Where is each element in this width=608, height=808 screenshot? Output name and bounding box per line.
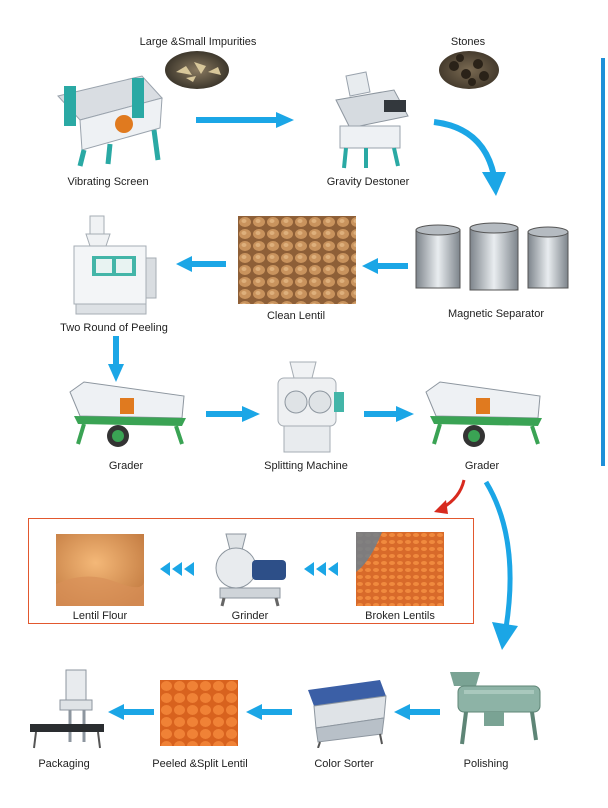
splitting-machine-image xyxy=(277,361,344,453)
impurities-label: Large &Small Impurities xyxy=(139,36,257,48)
gravity-destoner-image xyxy=(335,71,409,169)
polishing-machine-image xyxy=(450,672,541,745)
gravity-destoner-label: Gravity Destoner xyxy=(326,176,410,188)
vibrating-screen-label: Vibrating Screen xyxy=(67,176,149,188)
peeling-label: Two Round of Peeling xyxy=(60,322,168,334)
broken-lentils-image xyxy=(356,532,444,606)
arrow-left-3 xyxy=(176,256,226,272)
grader-right-label: Grader xyxy=(464,460,500,472)
arrow-right-6 xyxy=(364,406,414,422)
splitting-machine-label: Splitting Machine xyxy=(264,460,348,472)
polishing-label: Polishing xyxy=(463,758,509,770)
clean-lentil-label: Clean Lentil xyxy=(266,310,326,322)
stones-label: Stones xyxy=(450,36,486,48)
color-sorter-label: Color Sorter xyxy=(314,758,374,770)
peeled-split-lentil-image xyxy=(160,680,238,746)
arrow-down-4 xyxy=(108,336,124,382)
arrow-left-2 xyxy=(362,258,408,274)
peeling-machine-image xyxy=(73,215,157,315)
broken-lentils-label: Broken Lentils xyxy=(365,610,435,622)
lentil-flour-label: Lentil Flour xyxy=(72,610,128,622)
vibrating-screen-image xyxy=(57,75,163,167)
packaging-label: Packaging xyxy=(38,758,90,770)
color-sorter-image xyxy=(308,680,387,748)
grinder-image xyxy=(215,533,286,607)
arrow-curve-down-2 xyxy=(483,480,518,650)
lentil-flour-image xyxy=(56,534,144,606)
stones-image xyxy=(439,51,499,89)
arrow-right-5 xyxy=(206,406,260,422)
packaging-machine-image xyxy=(30,669,104,749)
clean-lentil-image xyxy=(238,216,356,304)
chevron-arrows-1 xyxy=(160,562,194,576)
peeled-split-lentil-label: Peeled &Split Lentil xyxy=(152,758,248,770)
red-arrow xyxy=(434,479,466,514)
arrow-left-7 xyxy=(108,704,154,720)
grinder-label: Grinder xyxy=(231,610,269,622)
grader-left-image xyxy=(69,381,186,447)
arrow-left-8 xyxy=(246,704,292,720)
impurities-image xyxy=(165,51,229,89)
arrow-left-9 xyxy=(394,704,440,720)
chevron-arrows-2 xyxy=(304,562,338,576)
byproduct-box xyxy=(28,518,474,624)
side-rail xyxy=(601,58,605,466)
arrow-right-1 xyxy=(196,112,294,128)
grader-left-label: Grader xyxy=(108,460,144,472)
magnetic-separator-label: Magnetic Separator xyxy=(448,308,544,320)
magnetic-separator-image xyxy=(415,222,569,291)
arrow-curve-down-1 xyxy=(433,119,506,196)
grader-right-image xyxy=(425,381,542,447)
